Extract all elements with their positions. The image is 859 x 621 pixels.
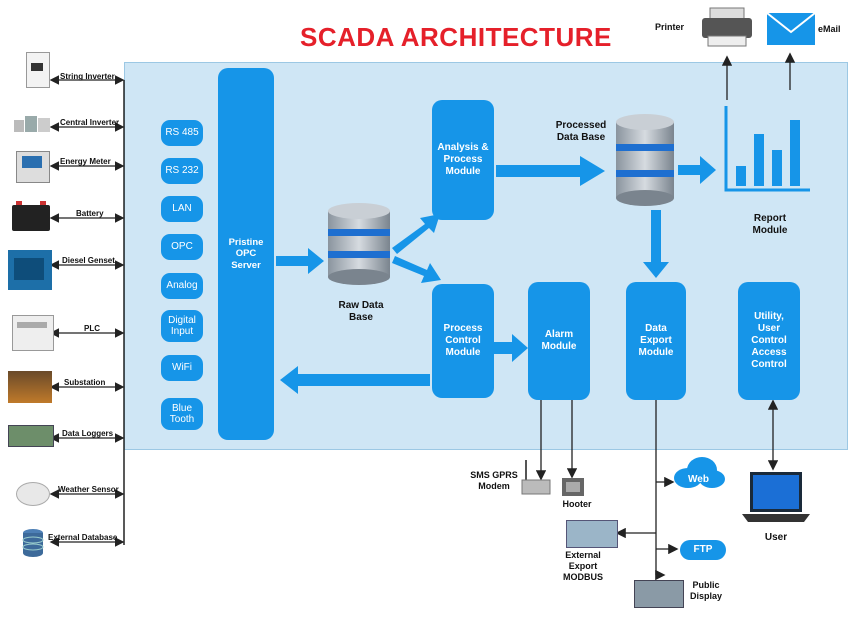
central-inverter-icon [14, 114, 50, 132]
data-logger-icon [8, 425, 54, 447]
device-label-battery: Battery [76, 209, 104, 218]
printer-label: Printer [655, 22, 685, 32]
database-icon [22, 529, 44, 557]
energy-meter-icon [16, 151, 50, 183]
ftp-badge: FTP [680, 540, 726, 560]
raw-database-icon [328, 203, 390, 285]
device-label-central-inverter: Central Inverter [60, 118, 120, 127]
inverter-icon [26, 52, 50, 88]
protocol-analog: Analog [161, 273, 203, 299]
battery-icon [12, 201, 50, 231]
arrow-opc-to-rawdb [276, 248, 324, 274]
protocol-opc: OPC [161, 234, 203, 260]
protocol-rs232: RS 232 [161, 158, 203, 184]
processed-database-icon [616, 114, 674, 206]
device-label-external-database: External Database [48, 533, 118, 542]
protocol-rs485: RS 485 [161, 120, 203, 146]
arrow-processeddb-to-export [643, 210, 669, 278]
sms-modem-label: SMS GPRS Modem [470, 470, 518, 491]
weather-sensor-icon [16, 482, 50, 506]
protocol-digital-input: Digital Input [161, 310, 203, 342]
data-export-module: Data Export Module [626, 282, 686, 400]
user-laptop-icon [742, 472, 810, 522]
public-display-label: Public Display [689, 580, 722, 601]
protocol-wifi: WiFi [161, 355, 203, 381]
arrow-analysis-to-processeddb [496, 156, 605, 186]
email-label: eMail [818, 24, 841, 34]
processed-database-label: Processed Data Base [555, 120, 607, 143]
plc-icon [12, 315, 54, 351]
device-connectors [49, 75, 125, 547]
report-chart-icon [724, 106, 810, 192]
protocol-lan: LAN [161, 196, 203, 222]
protocol-bluetooth: Blue Tooth [161, 398, 203, 430]
process-control-module: Process Control Module [432, 284, 494, 398]
diagram-title: SCADA ARCHITECTURE [300, 22, 612, 52]
device-label-substation: Substation [64, 378, 106, 387]
arrow-rawdb-to-analysis [392, 214, 440, 254]
sms-modem-icon [521, 460, 551, 495]
genset-icon [8, 250, 52, 290]
utility-access-control-module: Utility, User Control Access Control [738, 282, 800, 400]
web-cloud-icon [674, 457, 725, 488]
hooter-icon [562, 478, 584, 496]
arrow-control-to-opc [280, 366, 430, 394]
arrow-processeddb-to-report [678, 156, 716, 184]
external-export-label: External Export MODBUS [563, 550, 603, 582]
device-label-data-loggers: Data Loggers [62, 429, 114, 438]
analysis-module: Analysis & Process Module [432, 100, 494, 220]
email-icon [766, 12, 816, 45]
user-label: User [764, 532, 788, 543]
report-module-label: Report Module [752, 213, 788, 236]
substation-icon [8, 371, 52, 403]
raw-database-label: Raw Data Base [338, 300, 384, 323]
device-label-weather-sensor: Weather Sensor [58, 485, 119, 494]
public-display-icon [634, 580, 684, 608]
hooter-label: Hooter [562, 499, 592, 509]
device-label-diesel-genset: Diesel Genset [62, 256, 115, 265]
web-label: Web [688, 474, 709, 485]
device-label-string-inverter: String Inverter [60, 72, 115, 81]
arrow-control-to-alarm [494, 334, 528, 362]
opc-server-block: Pristine OPC Server [218, 68, 274, 440]
alarm-module: Alarm Module [528, 282, 590, 400]
device-label-plc: PLC [84, 324, 100, 333]
modbus-monitor-icon [566, 520, 618, 548]
device-label-energy-meter: Energy Meter [60, 157, 111, 166]
arrow-rawdb-to-control [392, 256, 441, 283]
flow-arrows [276, 156, 716, 394]
printer-icon [702, 7, 752, 47]
